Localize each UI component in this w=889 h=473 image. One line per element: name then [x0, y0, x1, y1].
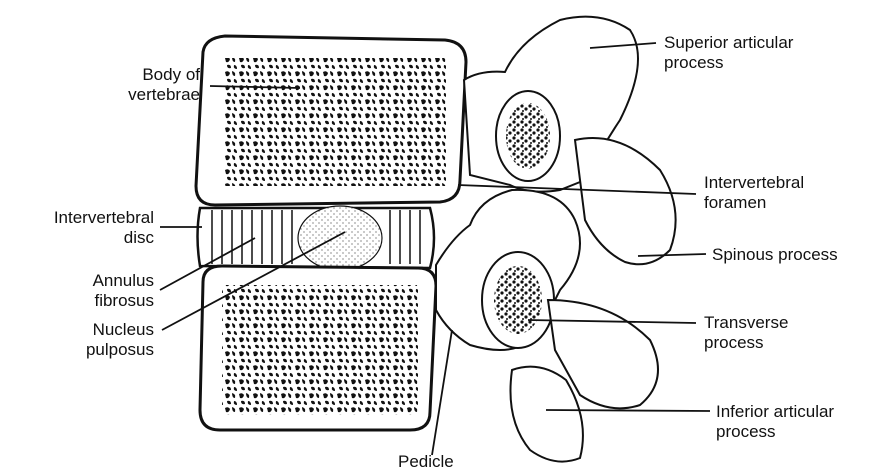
leader-inferior-articular-process [546, 410, 710, 411]
label-superior-articular-process: Superior articular process [664, 33, 793, 73]
label-intervertebral-disc: Intervertebral disc [2, 208, 154, 248]
label-body-of-vertebrae: Body of vertebrae [88, 65, 200, 105]
leader-pedicle [432, 330, 452, 455]
intervertebral-disc-shape [198, 206, 435, 270]
label-nucleus-pulposus: Nucleus pulposus [40, 320, 154, 360]
upper-vertebral-body [196, 36, 466, 205]
label-transverse-process: Transverse process [704, 313, 788, 353]
label-annulus-fibrosus: Annulus fibrosus [40, 271, 154, 311]
label-pedicle: Pedicle [398, 452, 454, 472]
label-spinous-process: Spinous process [712, 245, 838, 265]
label-inferior-articular-process: Inferior articular process [716, 402, 834, 442]
label-intervertebral-foramen: Intervertebral foramen [704, 173, 804, 213]
nucleus-pulposus-shape [298, 206, 382, 270]
